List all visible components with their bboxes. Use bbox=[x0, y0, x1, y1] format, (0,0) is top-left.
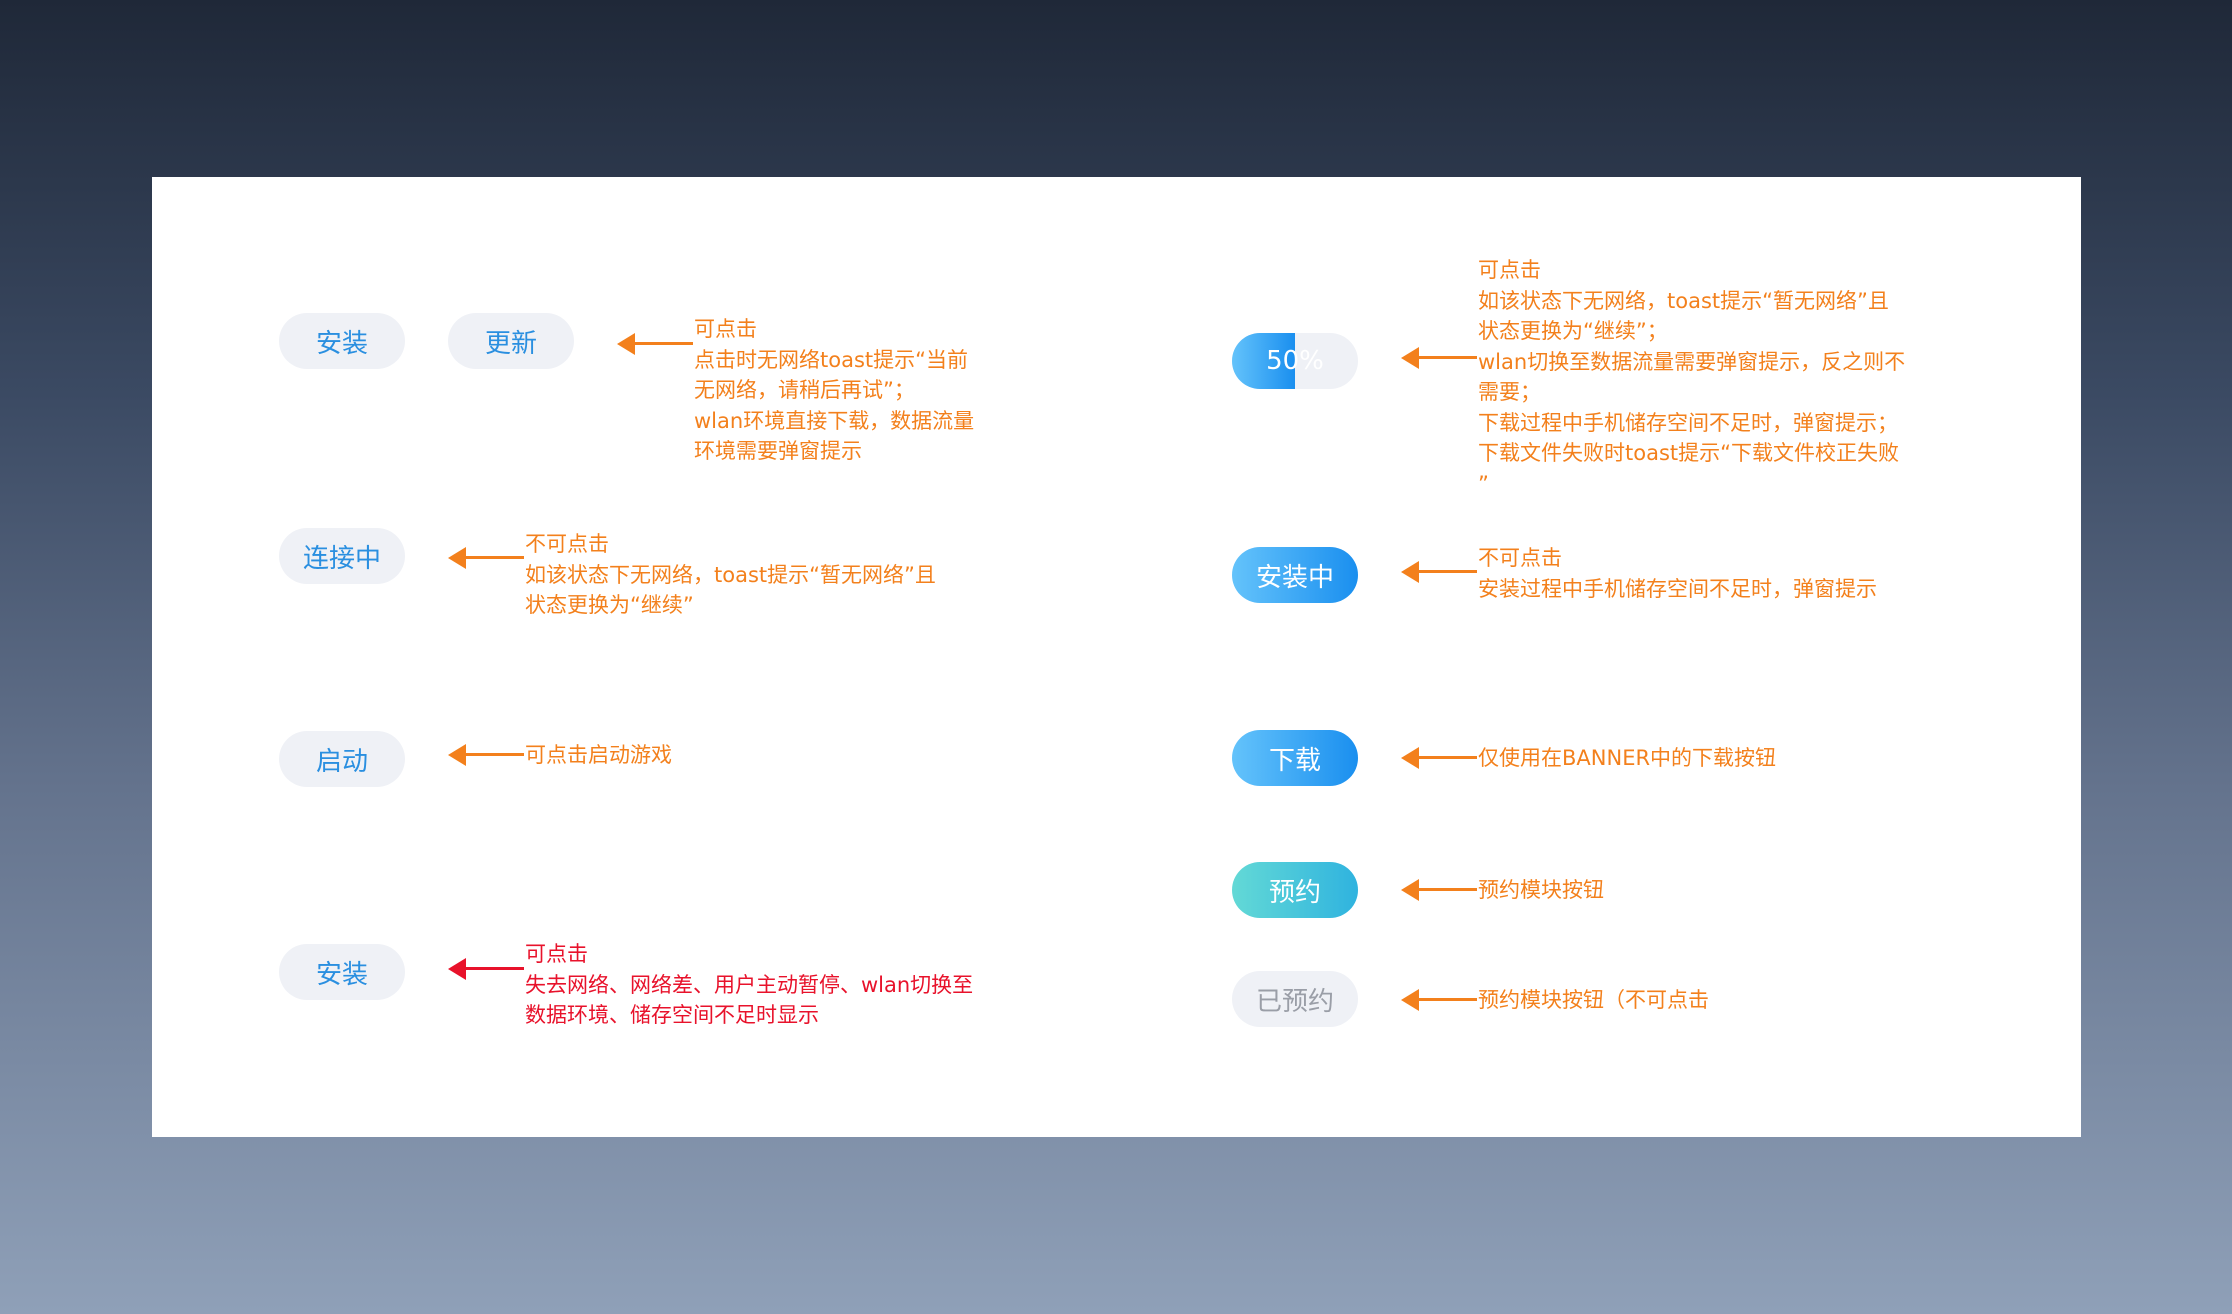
note-line: 无网络，请稍后再试”； bbox=[694, 378, 915, 402]
reserved-note: 预约模块按钮（不可点击 bbox=[1478, 985, 1709, 1016]
arrow-left-icon bbox=[1401, 879, 1477, 901]
reserve-button[interactable]: 预约 bbox=[1232, 862, 1358, 918]
note-line: 可点击 bbox=[525, 942, 588, 966]
note-line: 如该状态下无网络，toast提示“暂无网络”且 bbox=[1478, 288, 1889, 313]
note-line: 数据环境、储存空间不足时显示 bbox=[525, 1003, 819, 1027]
installing-button-label: 安装中 bbox=[1255, 562, 1334, 593]
note-line: 不可点击 bbox=[525, 532, 609, 556]
reserve-button-label: 预约 bbox=[1268, 877, 1321, 908]
note-line: 点击时无网络toast提示“当前 bbox=[694, 347, 969, 372]
arrow-left-icon bbox=[1401, 561, 1477, 583]
progress-note: 可点击 如该状态下无网络，toast提示“暂无网络”且 状态更换为“继续”； w… bbox=[1478, 255, 1905, 499]
note-line: 可点击启动游戏 bbox=[525, 743, 672, 767]
note-line: ” bbox=[1478, 471, 1489, 496]
note-line: 预约模块按钮（不可点击 bbox=[1478, 988, 1709, 1012]
note-line: 不可点击 bbox=[1478, 546, 1562, 570]
note-line: wlan切换至数据流量需要弹窗提示，反之则不 bbox=[1478, 349, 1906, 374]
connecting-button-label: 连接中 bbox=[302, 543, 381, 574]
note-line: 下载过程中手机储存空间不足时，弹窗提示； bbox=[1478, 410, 1898, 435]
download-progress-button[interactable]: 50% bbox=[1232, 333, 1358, 389]
note-line: 状态更换为“继续” bbox=[525, 593, 694, 617]
arrow-left-icon bbox=[617, 333, 693, 355]
note-line: wlan环境直接下载，数据流量 bbox=[694, 408, 975, 433]
arrow-left-icon bbox=[448, 958, 524, 980]
note-line: 如该状态下无网络，toast提示“暂无网络”且 bbox=[525, 562, 936, 587]
note-line: 可点击 bbox=[1478, 258, 1541, 282]
banner-download-button[interactable]: 下载 bbox=[1232, 730, 1358, 786]
note-line: 安装过程中手机储存空间不足时，弹窗提示 bbox=[1478, 576, 1877, 601]
note-line: 需要； bbox=[1478, 380, 1541, 404]
installing-note: 不可点击 安装过程中手机储存空间不足时，弹窗提示 bbox=[1478, 543, 1877, 604]
banner-download-button-label: 下载 bbox=[1268, 745, 1321, 776]
note-line: 环境需要弹窗提示 bbox=[694, 439, 862, 463]
reserved-button: 已预约 bbox=[1232, 971, 1358, 1027]
installing-button: 安装中 bbox=[1232, 547, 1358, 603]
install-button[interactable]: 安装 bbox=[279, 313, 405, 369]
install-resume-button-label: 安装 bbox=[315, 959, 368, 990]
arrow-left-icon bbox=[1401, 747, 1477, 769]
update-button-label: 更新 bbox=[484, 328, 537, 359]
note-line: 可点击 bbox=[694, 317, 757, 341]
install-resume-note: 可点击 失去网络、网络差、用户主动暂停、wlan切换至 数据环境、储存空间不足时… bbox=[525, 939, 973, 1031]
note-line: 预约模块按钮 bbox=[1478, 878, 1604, 902]
progress-label: 50% bbox=[1266, 346, 1324, 376]
note-line: 失去网络、网络差、用户主动暂停、wlan切换至 bbox=[525, 972, 974, 997]
connecting-note: 不可点击 如该状态下无网络，toast提示“暂无网络”且 状态更换为“继续” bbox=[525, 529, 936, 621]
arrow-left-icon bbox=[1401, 989, 1477, 1011]
progress-fill bbox=[1232, 333, 1295, 389]
download-note: 仅使用在BANNER中的下载按钮 bbox=[1478, 743, 1776, 774]
arrow-left-icon bbox=[448, 547, 524, 569]
note-line: 状态更换为“继续”； bbox=[1478, 319, 1668, 343]
install-resume-button[interactable]: 安装 bbox=[279, 944, 405, 1000]
launch-note: 可点击启动游戏 bbox=[525, 740, 672, 771]
arrow-left-icon bbox=[448, 744, 524, 766]
install-button-label: 安装 bbox=[315, 328, 368, 359]
connecting-button: 连接中 bbox=[279, 528, 405, 584]
update-note: 可点击 点击时无网络toast提示“当前 无网络，请稍后再试”； wlan环境直… bbox=[694, 314, 974, 467]
reserved-button-label: 已预约 bbox=[1255, 986, 1334, 1017]
update-button[interactable]: 更新 bbox=[448, 313, 574, 369]
launch-button-label: 启动 bbox=[315, 746, 368, 777]
note-line: 仅使用在BANNER中的下载按钮 bbox=[1478, 746, 1777, 770]
launch-button[interactable]: 启动 bbox=[279, 731, 405, 787]
note-line: 下载文件失败时toast提示“下载文件校正失败 bbox=[1478, 441, 1900, 465]
arrow-left-icon bbox=[1401, 347, 1477, 369]
reserve-note: 预约模块按钮 bbox=[1478, 875, 1604, 906]
